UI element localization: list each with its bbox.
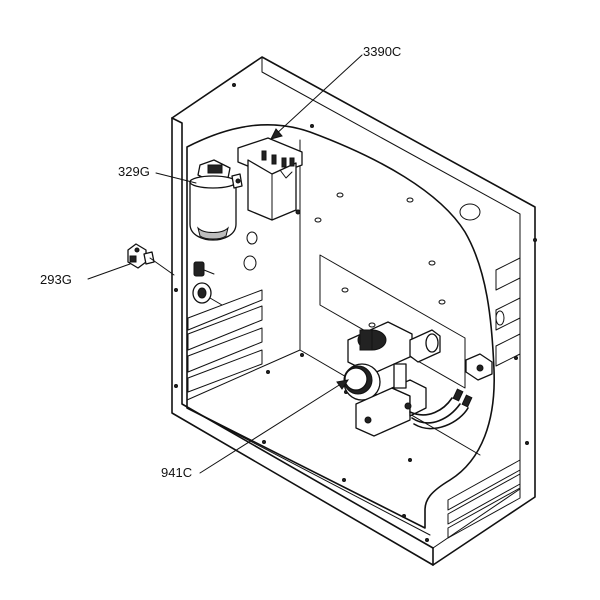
callout-label-3390c: 3390C [363, 44, 402, 59]
part-3390c-relay [237, 137, 303, 221]
callout-label-293g: 293G [40, 272, 72, 287]
part-941c-valve-assembly [343, 321, 473, 437]
part-293g-fitting [127, 243, 155, 269]
callout-label-941c: 941C [161, 465, 193, 480]
left-wall-slots [187, 289, 263, 393]
right-bracket [465, 353, 493, 381]
left-wall-knobs [192, 261, 223, 306]
callout-label-329g: 329G [118, 164, 150, 179]
right-side-vents [447, 257, 521, 539]
enclosure-box [171, 56, 536, 566]
part-329g-filter [189, 159, 243, 241]
cutaway-opening [186, 123, 495, 529]
panel-holes [174, 83, 537, 542]
leader-lines [87, 54, 363, 474]
mounting-plate [319, 254, 466, 389]
